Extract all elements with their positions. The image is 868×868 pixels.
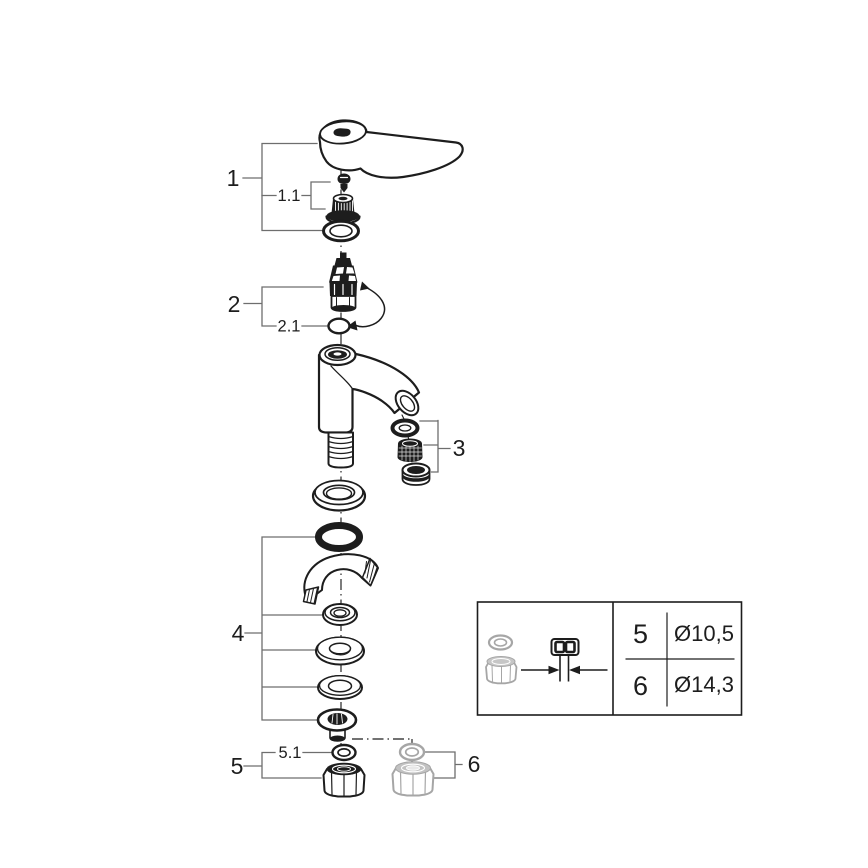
- table-diameter-6: Ø14,3: [674, 672, 734, 697]
- coupling-nut-5: [322, 762, 366, 798]
- lock-washer: [322, 603, 358, 626]
- base-washer: [311, 479, 367, 512]
- flat-washer-thin: [317, 675, 363, 700]
- handle-screw: [337, 173, 351, 193]
- thick-o-ring: [315, 522, 363, 552]
- rotation-arrow: [346, 281, 386, 331]
- table-diameter-5: Ø10,5: [674, 621, 734, 646]
- diameter-dimension-drawing: [521, 638, 608, 682]
- callout-3: 3: [419, 419, 466, 473]
- callout-label-5-1: 5.1: [279, 744, 302, 762]
- table-ref-6: 6: [633, 671, 648, 701]
- measurement-diagram: [485, 634, 608, 685]
- callout-1: 1: [227, 142, 323, 232]
- faucet-body: [317, 343, 421, 469]
- washer-5-1: [331, 743, 357, 762]
- callout-4: 4: [232, 536, 323, 721]
- callout-label-1: 1: [227, 165, 240, 191]
- o-ring-2-1: [327, 317, 351, 335]
- aerator-seal-ring: [390, 418, 420, 438]
- mounting-clamp: [302, 553, 379, 605]
- size-table: 5 Ø10,5 6 Ø14,3: [476, 601, 743, 716]
- callout-6: 6: [423, 751, 481, 779]
- escutcheon-ring: [322, 219, 360, 243]
- alt-washer-6: [398, 742, 426, 762]
- callout-label-3: 3: [453, 435, 466, 461]
- handle-indicator-slot: [333, 128, 351, 137]
- cartridge: [329, 252, 358, 312]
- threaded-shank: [327, 431, 354, 469]
- flat-washer-large: [315, 636, 365, 666]
- legend-nut-icon: [485, 656, 518, 685]
- callout-label-6: 6: [468, 751, 481, 777]
- knurled-adapter: [325, 193, 361, 225]
- alt-nut-6: [391, 761, 435, 797]
- mounting-nut: [316, 708, 358, 742]
- faucet-handle: [318, 119, 464, 179]
- callout-5: 5 5.1: [231, 744, 332, 779]
- callout-label-4: 4: [232, 620, 245, 646]
- callout-label-2-1: 2.1: [278, 318, 301, 336]
- aerator-housing: [401, 462, 431, 486]
- callout-label-5: 5: [231, 753, 244, 779]
- callout-label-2: 2: [228, 291, 241, 317]
- callout-label-1-1: 1.1: [278, 187, 301, 205]
- callout-1-1: 1.1: [261, 181, 331, 210]
- table-ref-5: 5: [633, 619, 648, 649]
- callout-2: 2 2.1: [228, 286, 328, 336]
- aerator-insert: [397, 438, 423, 462]
